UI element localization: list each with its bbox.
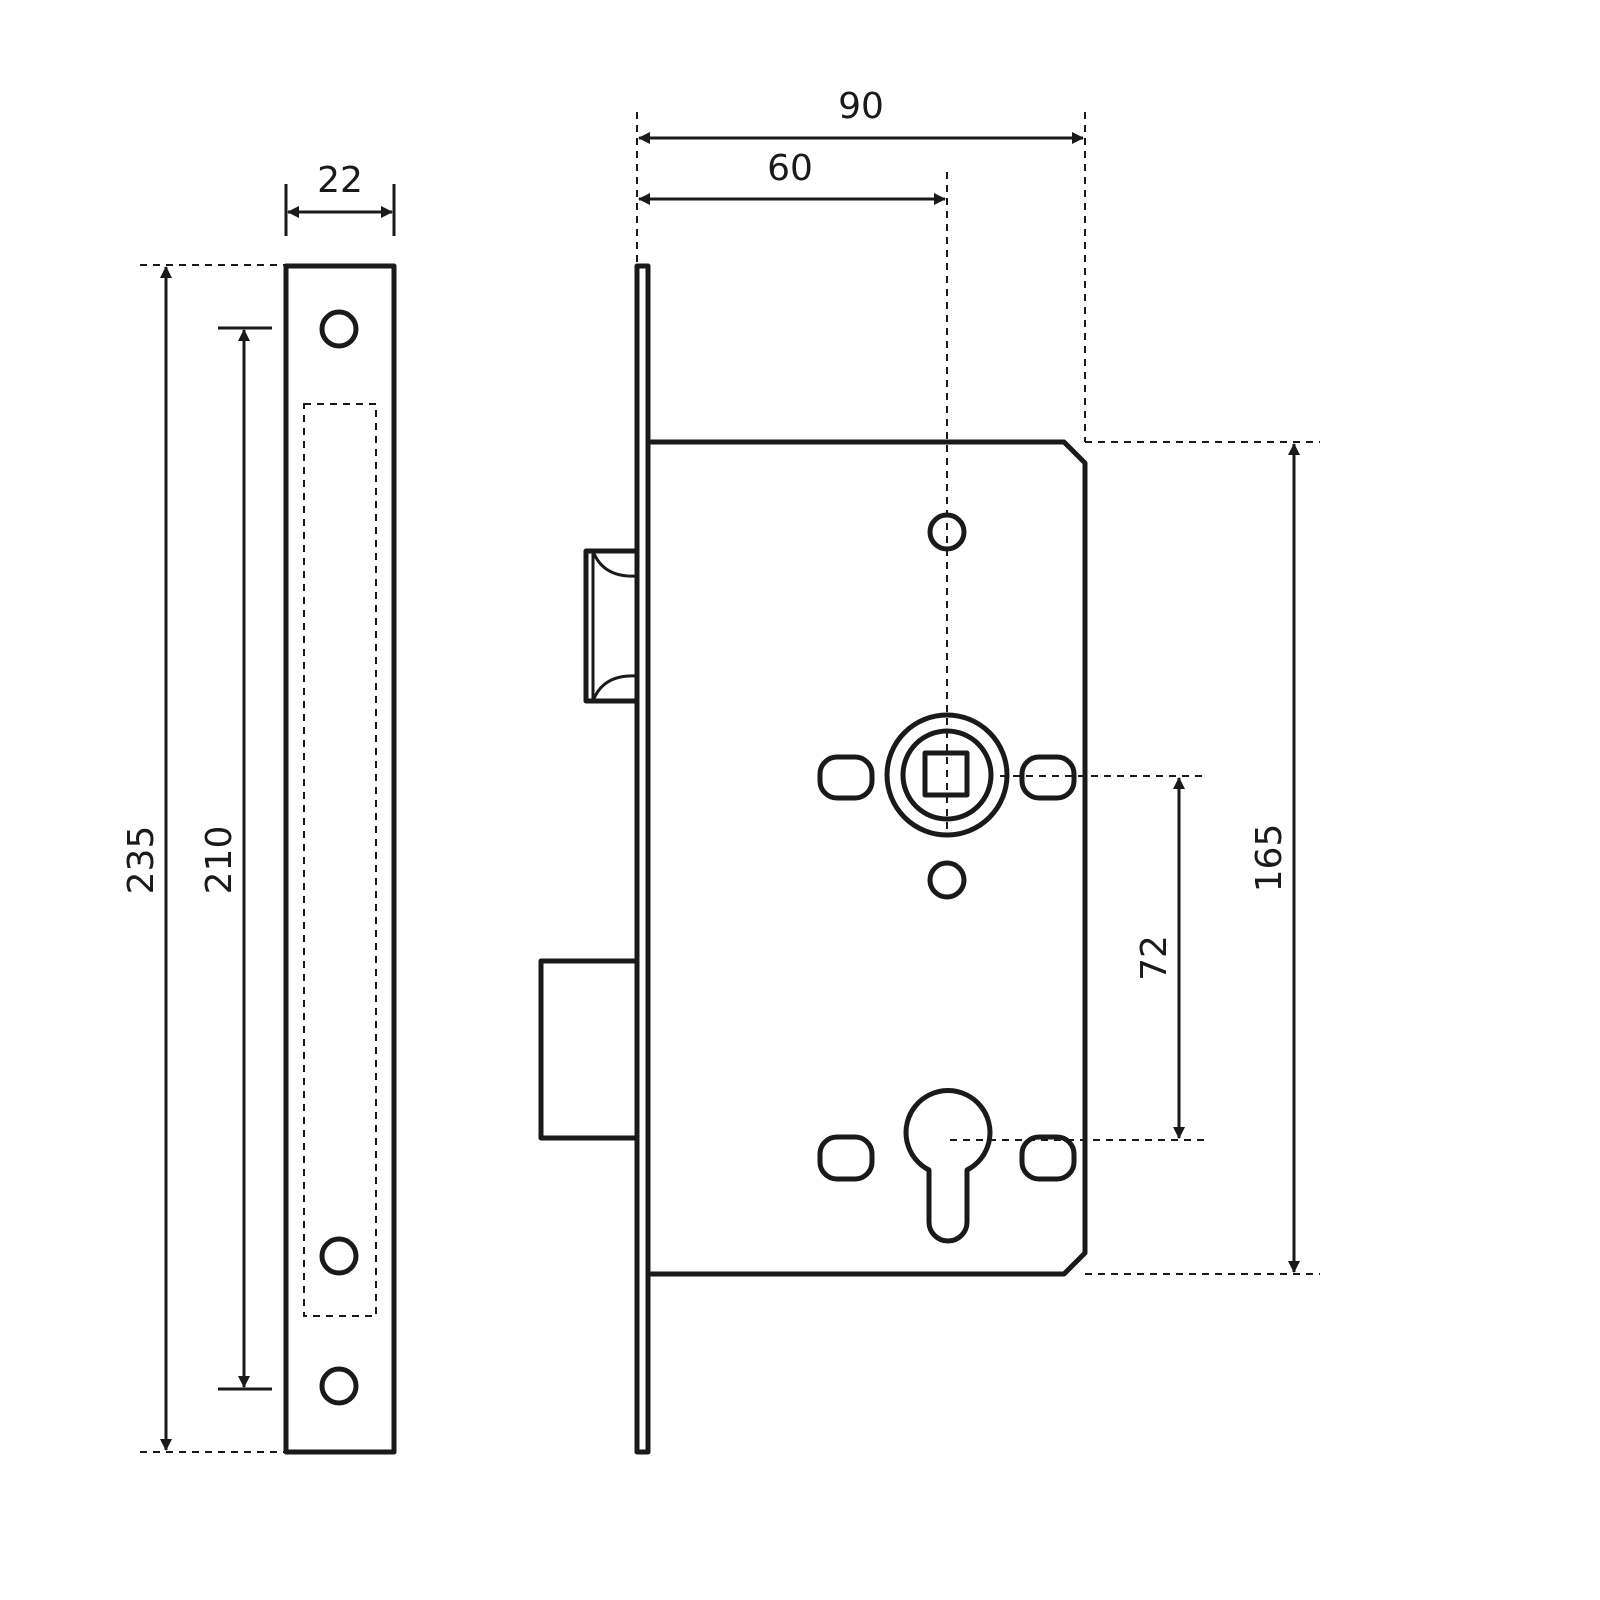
dimension-case-depth: 90 <box>638 86 1084 144</box>
cylinder-slot-left <box>817 1134 875 1182</box>
follower-slot-right <box>1019 754 1077 801</box>
faceplate-hidden-case-outline <box>303 403 377 1317</box>
follower-square-spindle-hole <box>922 750 970 798</box>
faceplate-screw-hole-upper-bottom <box>319 1236 359 1276</box>
dimension-center-distance: 72 <box>950 775 1205 1141</box>
lock-case-outline <box>645 439 1088 1277</box>
faceplate-screw-hole-bottom <box>319 1366 359 1406</box>
faceplate-outline <box>283 263 397 1455</box>
lock-forend-plate <box>634 263 651 1455</box>
latch-bolt-curve-top <box>591 550 638 578</box>
cylinder-slot-right <box>1019 1134 1077 1182</box>
faceplate-view <box>283 263 397 1455</box>
label-faceplate-width: 22 <box>317 160 363 201</box>
faceplate-screw-hole-top <box>319 309 359 349</box>
euro-cylinder-cutout <box>903 1088 993 1244</box>
label-case-depth: 90 <box>838 86 884 127</box>
label-screw-spacing: 210 <box>199 826 240 895</box>
label-case-height: 165 <box>1249 824 1290 893</box>
lock-body-view <box>538 263 1088 1455</box>
case-fixing-hole-top <box>927 512 967 552</box>
case-fixing-hole-bottom <box>927 860 967 900</box>
dimension-case-height: 165 <box>1085 441 1320 1275</box>
label-faceplate-height: 235 <box>121 826 162 895</box>
follower-slot-left <box>817 754 875 801</box>
latch-bolt <box>583 548 640 704</box>
latch-bolt-curve-bottom <box>591 674 638 702</box>
dimension-screw-spacing: 210 <box>199 326 272 1391</box>
dimension-faceplate-width: 22 <box>284 160 396 236</box>
label-center-distance: 72 <box>1134 935 1175 981</box>
label-backset: 60 <box>767 148 813 189</box>
dimension-faceplate-height: 235 <box>121 264 286 1453</box>
dead-bolt <box>538 958 640 1141</box>
latch-bolt-outline <box>583 548 640 704</box>
dimension-backset: 60 <box>638 148 946 205</box>
